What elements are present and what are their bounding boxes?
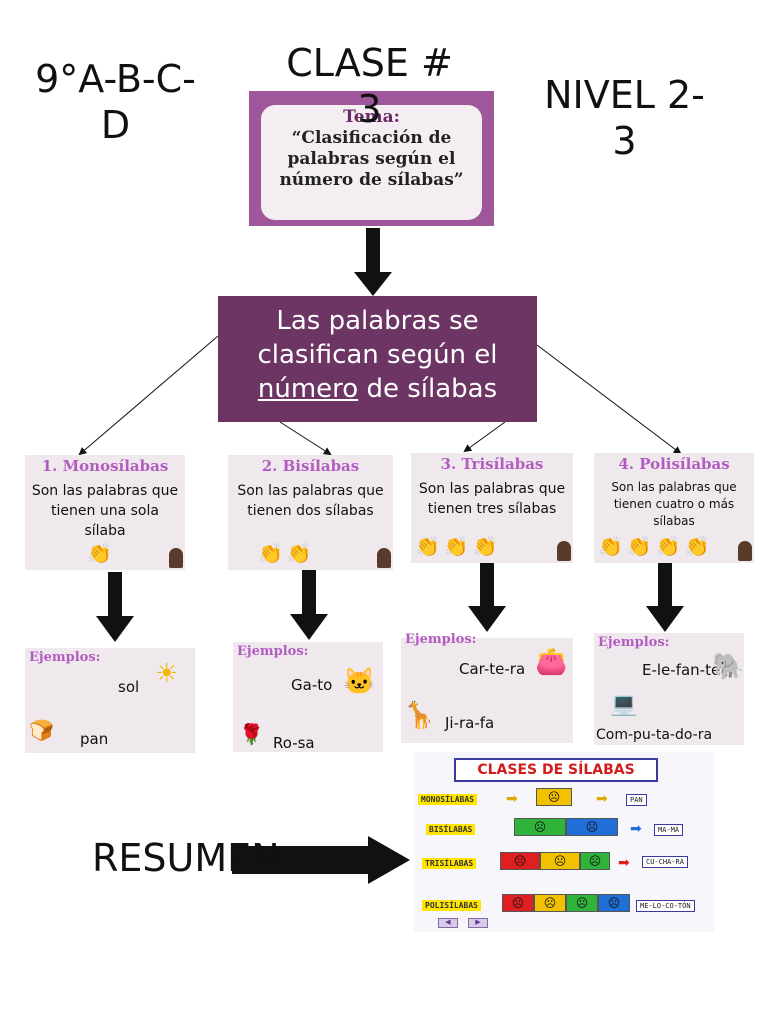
teacher-avatar — [557, 541, 571, 561]
clap-hands-icon: 👏👏👏 — [415, 536, 502, 558]
syllable-block: ☹ — [540, 852, 580, 870]
examples-label: Ejemplos: — [598, 635, 670, 650]
down-arrow-icon — [646, 562, 684, 632]
summary-title: CLASES DE SÍLABAS — [454, 758, 658, 782]
main-text-pre: Las palabras se clasifican según el — [257, 306, 498, 370]
computer-icon: 💻 — [610, 691, 638, 716]
example-word: Com-pu-ta-do-ra — [596, 727, 713, 743]
class-number: CLASE # 3 — [286, 41, 453, 131]
connector-line — [78, 335, 219, 456]
category-title: 1. Monosílabas — [41, 457, 169, 475]
row-tag-trisilabas: TRISÍLABAS — [422, 858, 477, 869]
examples-card-bisilabas: Ejemplos: Ga-to 🐱 🌹 Ro-sa — [233, 642, 383, 752]
connector-line — [279, 421, 332, 456]
syllable-block: ☹ — [514, 818, 566, 836]
main-text-post: de sílabas — [366, 374, 498, 404]
example-word: sol — [118, 678, 140, 696]
row-result: CU-CHA-RA — [642, 856, 688, 868]
examples-card-trisilabas: Ejemplos: Car-te-ra 👛 🦒 Ji-ra-fa — [401, 632, 573, 743]
example-word: E-le-fan-te — [642, 661, 721, 679]
giraffe-icon: 🦒 — [403, 700, 436, 730]
syllable-block: ☹ — [534, 894, 566, 912]
row-result: PAN — [626, 794, 647, 806]
syllable-block: ☹ — [536, 788, 572, 806]
row-result: MA-MÁ — [654, 824, 684, 836]
sun-icon: ☀ — [155, 658, 179, 688]
examples-card-monosilabas: Ejemplos: sol ☀ 🍞 pan — [25, 648, 195, 753]
main-concept-box: Las palabras se clasifican según el núme… — [218, 296, 537, 422]
syllable-block: ☹ — [502, 894, 534, 912]
category-title: 4. Polisílabas — [618, 455, 730, 473]
row-result: ME-LO-CO-TÓN — [636, 900, 695, 912]
syllable-block: ☹ — [580, 852, 610, 870]
example-word: Ji-ra-fa — [445, 714, 495, 732]
syllable-classes-summary: CLASES DE SÍLABAS MONOSÍLABAS ➡ ☹ ➡ PAN … — [414, 752, 714, 932]
rose-icon: 🌹 — [239, 724, 264, 746]
topic-text: “Clasificación de palabras según el núme… — [279, 128, 464, 190]
summary-label: RESUMEN — [92, 836, 280, 880]
cat-icon: 🐱 — [343, 666, 376, 696]
arrow-icon: ➡ — [506, 790, 518, 806]
category-description: Son las palabras que tienen dos sílabas — [237, 483, 384, 519]
clap-hands-icon: 👏 — [87, 543, 116, 565]
bread-icon: 🍞 — [29, 720, 54, 742]
example-word: Ro-sa — [273, 734, 315, 752]
category-description: Son las palabras que tienen una sola síl… — [31, 483, 179, 539]
connector-line — [536, 344, 682, 455]
category-card-monosilabas: 1. Monosílabas Son las palabras que tien… — [25, 455, 185, 570]
arrow-icon: ➡ — [596, 790, 608, 806]
teacher-avatar — [169, 548, 183, 568]
syllable-block: ☹ — [598, 894, 630, 912]
examples-label: Ejemplos: — [29, 650, 101, 665]
next-button[interactable]: ▶ — [468, 918, 488, 928]
category-description: Son las palabras que tienen tres sílabas — [418, 481, 566, 517]
example-word: Car-te-ra — [459, 660, 526, 678]
syllable-block: ☹ — [566, 894, 598, 912]
row-tag-polisilabas: POLISÍLABAS — [422, 900, 481, 911]
clap-hands-icon: 👏👏👏👏 — [598, 536, 714, 558]
arrow-icon: ➡ — [618, 854, 630, 870]
topic-box: Tema: “Clasificación de palabras según e… — [249, 91, 494, 226]
syllable-block: ☹ — [566, 818, 618, 836]
topic-label: Tema: — [343, 107, 400, 127]
connector-line — [463, 421, 506, 453]
level-label: NIVEL 2- 3 — [544, 73, 705, 163]
category-description: Son las palabras que tienen cuatro o más… — [611, 480, 737, 528]
example-word: Ga-to — [291, 676, 333, 694]
prev-button[interactable]: ◀ — [438, 918, 458, 928]
category-card-bisilabas: 2. Bisílabas Son las palabras que tienen… — [228, 455, 393, 570]
right-arrow-icon — [232, 836, 410, 884]
category-title: 2. Bisílabas — [261, 457, 360, 475]
row-tag-bisilabas: BISÍLABAS — [426, 824, 476, 835]
elephant-icon: 🐘 — [712, 651, 745, 681]
arrow-icon: ➡ — [630, 820, 642, 836]
category-title: 3. Trisílabas — [440, 455, 544, 473]
category-card-trisilabas: 3. Trisílabas Son las palabras que tiene… — [411, 453, 573, 563]
row-tag-monosilabas: MONOSÍLABAS — [418, 794, 477, 805]
example-word: pan — [80, 730, 109, 748]
down-arrow-icon — [96, 572, 134, 642]
group-label: 9°A-B-C- D — [35, 57, 196, 147]
examples-card-polisilabas: Ejemplos: E-le-fan-te 🐘 💻 Com-pu-ta-do-r… — [594, 633, 744, 745]
down-arrow-icon — [354, 228, 392, 296]
category-card-polisilabas: 4. Polisílabas Son las palabras que tien… — [594, 453, 754, 563]
down-arrow-icon — [290, 570, 328, 640]
teacher-avatar — [377, 548, 391, 568]
main-text-underlined: número — [257, 374, 359, 404]
teacher-avatar — [738, 541, 752, 561]
syllable-block: ☹ — [500, 852, 540, 870]
bag-icon: 👛 — [535, 646, 568, 676]
examples-label: Ejemplos: — [237, 644, 309, 659]
examples-label: Ejemplos: — [405, 632, 477, 647]
clap-hands-icon: 👏👏 — [258, 543, 316, 565]
down-arrow-icon — [468, 562, 506, 632]
